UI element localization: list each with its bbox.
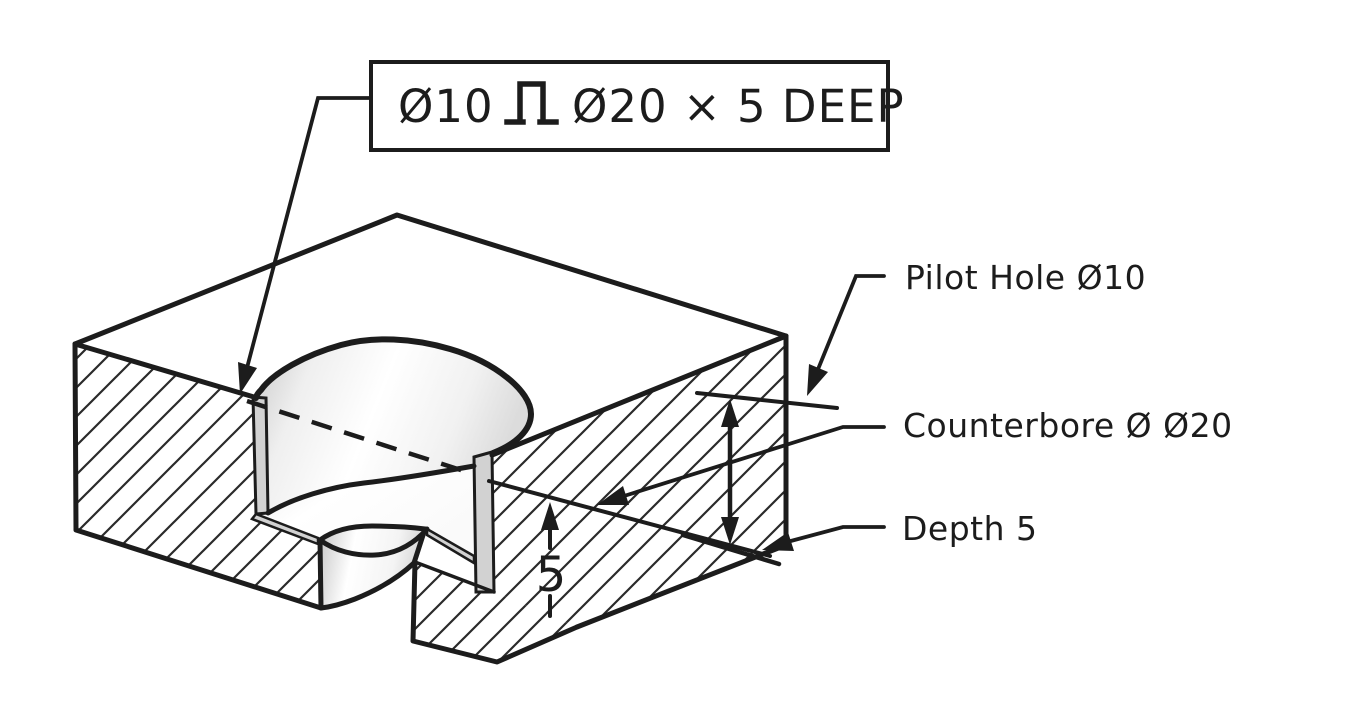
pilot-hole-label: Pilot Hole Ø10 [905,258,1146,297]
depth-leader-line [785,525,886,544]
depth5-arrowhead [541,502,559,530]
callout-box-border [369,60,890,152]
depth-arrowhead [762,532,794,551]
right-cut-face [492,336,786,627]
annotations [241,96,886,618]
hidden-floor-dashed-line [246,398,468,475]
counterbore-leader-line [622,425,886,498]
pilot-arrowhead [807,364,828,396]
pilot-hole-wall [320,526,425,608]
counterbore-wall [256,339,531,513]
counterbore-symbol-icon [504,81,559,125]
pilot-reference-line [695,391,839,410]
callout-arrowhead [238,362,257,394]
right-wall-cut-strip [472,450,496,594]
depth-label: Depth 5 [902,509,1038,548]
depth-dimension-value: 5 [536,547,567,603]
counterbore-arrowhead [597,486,629,505]
callout-box: Ø10 Ø20 × 5 DEEP [369,60,905,152]
block-faces [75,215,786,662]
left-wall-cut-strip [251,395,270,516]
left-cut-face [75,344,321,608]
bottom-notch-face [413,562,577,662]
counterbore-label: Counterbore Ø Ø20 [903,406,1233,445]
depth-slash-line [680,532,782,567]
arrowheads [238,362,828,551]
floor-reference-line [487,479,772,558]
callout-leader-line [241,96,373,385]
callout-diameter-text: Ø10 [398,80,494,133]
double-arrow-up-head [721,399,739,427]
pilot-leader-line [810,274,886,386]
block-outline [72,212,789,665]
right-floor-cut-strip [425,526,476,566]
callout-spec-text: Ø20 × 5 DEEP [572,80,905,133]
double-arrow-down-head [721,517,739,545]
